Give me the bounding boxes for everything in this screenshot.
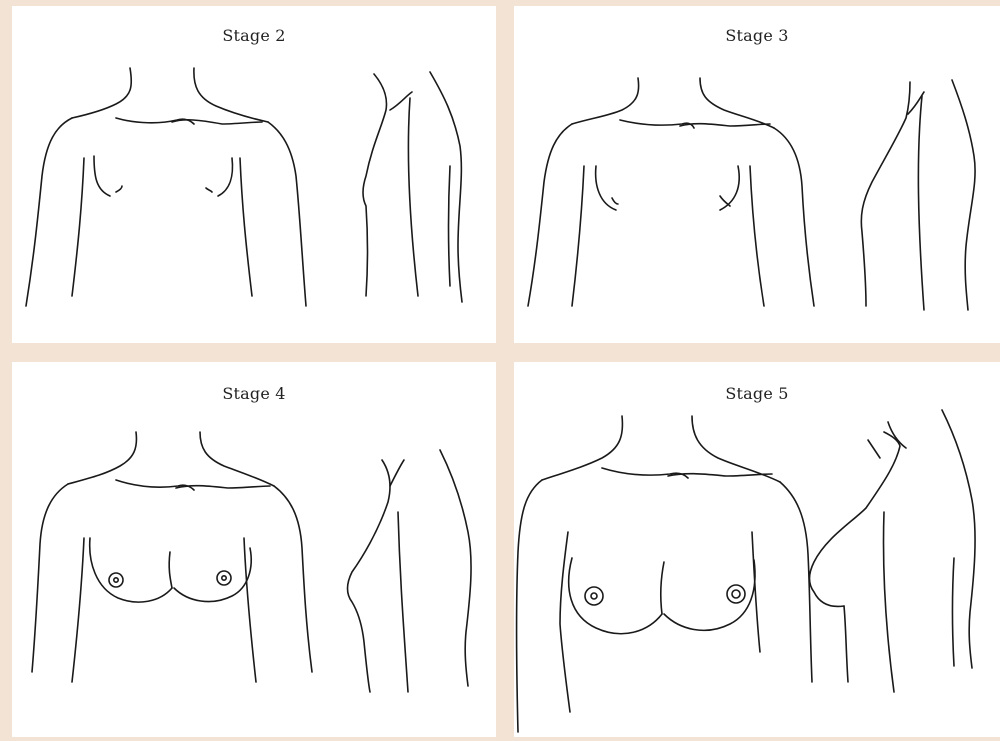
stage-4-side-view [348, 450, 472, 692]
stage-3-illustration [514, 6, 1000, 343]
stage-5-side-view [810, 410, 976, 692]
stage-5-front-view [517, 416, 813, 732]
stage-5-illustration [514, 362, 1000, 737]
stage-2-front-view [26, 68, 306, 306]
stage-3-side-view [861, 80, 975, 310]
stage-2-side-view [363, 72, 462, 302]
stage-4-panel: Stage 4 [12, 362, 496, 737]
stage-2-panel: Stage 2 [12, 6, 496, 343]
stage-3-panel: Stage 3 [514, 6, 1000, 343]
stage-2-illustration [12, 6, 496, 343]
stage-4-front-view [32, 432, 312, 682]
stage-4-illustration [12, 362, 496, 737]
stage-5-panel: Stage 5 [514, 362, 1000, 737]
stage-3-front-view [528, 78, 814, 306]
